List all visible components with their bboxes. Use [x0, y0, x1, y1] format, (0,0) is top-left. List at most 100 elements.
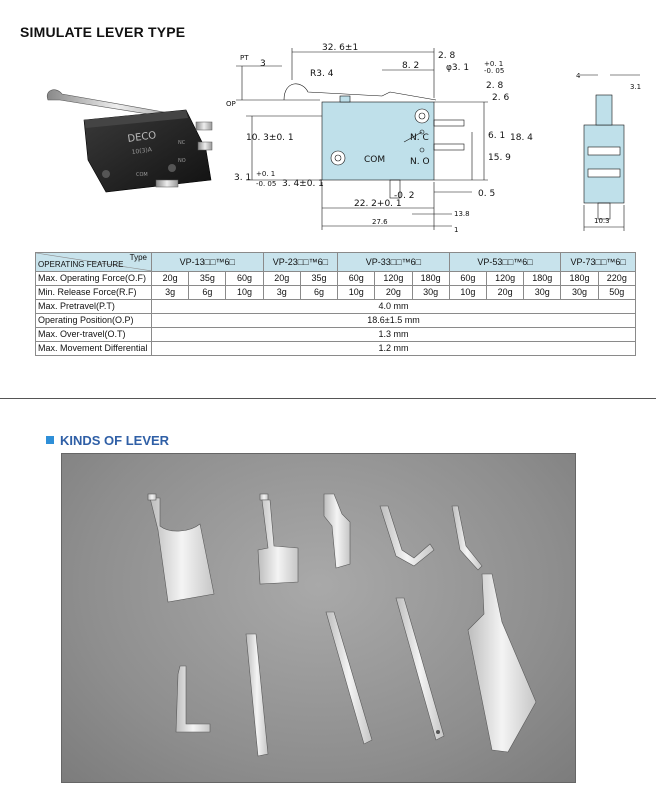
svg-text:N. O: N. O	[410, 157, 430, 167]
row-label: Max. Movement Differential	[35, 341, 152, 356]
svg-text:6. 1: 6. 1	[488, 131, 505, 141]
svg-text:3.1: 3.1	[630, 83, 641, 91]
terminal-icon	[155, 179, 179, 188]
lever-tab-icon	[147, 493, 157, 501]
terminal-icon	[197, 141, 213, 151]
svg-text:10(3)A: 10(3)A	[131, 146, 153, 156]
svg-text:3: 3	[260, 59, 266, 69]
lever-strip-hole-icon	[395, 597, 445, 741]
table-cell: 20g	[485, 285, 525, 300]
table-cell: 180g	[523, 271, 562, 286]
lever-strip-icon	[325, 611, 373, 745]
levers-photo	[61, 453, 576, 783]
table-row: Min. Release Force(R.F) 3g 6g 10g 3g 6g …	[35, 285, 637, 300]
table-row: Max. Movement Differential 1.2 mm	[35, 341, 636, 356]
row-label: Min. Release Force(R.F)	[35, 285, 152, 300]
table-cell: 180g	[560, 271, 599, 286]
svg-text:NC: NC	[178, 140, 186, 146]
lever-channel-icon	[245, 633, 269, 757]
svg-text:NO: NO	[178, 158, 186, 164]
svg-text:OP: OP	[226, 100, 236, 108]
table-cell: 1.2 mm	[151, 341, 636, 356]
svg-text:0. 5: 0. 5	[478, 189, 495, 199]
table-cell: 30g	[523, 285, 562, 300]
table-cell: 10g	[448, 285, 487, 300]
svg-text:+0. 1: +0. 1	[256, 170, 275, 178]
table-cell: 4.0 mm	[151, 299, 636, 314]
table-cell: 3g	[262, 285, 301, 300]
row-label: Operating Position(O.P)	[35, 313, 152, 328]
table-row: Max. Operating Force(O.F) 20g 35g 60g 20…	[35, 271, 637, 286]
svg-text:8. 2: 8. 2	[402, 61, 419, 71]
svg-text:COM: COM	[136, 172, 148, 178]
table-cell: 60g	[448, 271, 487, 286]
table-corner-cell: Type OPERATING FEATURE	[35, 252, 152, 272]
svg-text:2. 6: 2. 6	[492, 93, 509, 103]
table-cell: 20g	[262, 271, 301, 286]
table-cell: 6g	[188, 285, 227, 300]
mount-hole-icon	[168, 164, 176, 172]
table-header-row: Type OPERATING FEATURE VP-13□□™6□ VP-23□…	[35, 252, 636, 272]
lever-square-icon	[257, 499, 299, 585]
svg-text:N. C: N. C	[410, 133, 429, 143]
front-dimension-drawing: 32. 6±1 2. 8 8. 2 3 PT OP R3. 4 φ3. 1 +0…	[226, 43, 533, 234]
row-label: Max. Operating Force(O.F)	[35, 271, 152, 286]
table-cell: 20g	[150, 271, 190, 286]
table-cell: 30g	[411, 285, 450, 300]
svg-text:13.8: 13.8	[454, 210, 470, 218]
svg-text:3. 4±0. 1: 3. 4±0. 1	[282, 179, 324, 189]
table-cell: 18.6±1.5 mm	[151, 313, 636, 328]
lever-l-shape-icon	[175, 665, 211, 733]
levers-illustration	[147, 493, 537, 757]
table-cell: 60g	[225, 271, 264, 286]
table-cell: 50g	[597, 285, 637, 300]
row-label: Max. Pretravel(P.T)	[35, 299, 152, 314]
page-title: SIMULATE LEVER TYPE	[20, 24, 186, 40]
lever-zigzag-icon	[379, 505, 435, 567]
svg-text:32. 6±1: 32. 6±1	[322, 43, 358, 53]
section-title: KINDS OF LEVER	[46, 433, 169, 448]
terminal-icon	[195, 121, 213, 131]
table-cell: 120g	[374, 271, 413, 286]
svg-text:18. 4: 18. 4	[510, 133, 533, 143]
spec-table: Type OPERATING FEATURE VP-13□□™6□ VP-23□…	[35, 252, 637, 356]
table-cell: 30g	[560, 285, 599, 300]
section-divider	[0, 398, 656, 399]
model-header: VP-73□□™6□	[560, 252, 636, 272]
model-header: VP-13□□™6□	[151, 252, 264, 272]
table-cell: 35g	[188, 271, 227, 286]
lever-long-paddle-icon	[467, 573, 537, 753]
svg-text:15. 9: 15. 9	[488, 153, 511, 163]
table-cell: 60g	[337, 271, 376, 286]
table-cell: 120g	[485, 271, 525, 286]
svg-text:R3. 4: R3. 4	[310, 69, 334, 79]
svg-text:-0. 2: -0. 2	[394, 191, 414, 201]
model-header: VP-23□□™6□	[262, 252, 339, 272]
lever-angled-icon	[451, 505, 483, 571]
svg-text:27.6: 27.6	[372, 218, 388, 226]
svg-text:PT: PT	[240, 54, 249, 62]
svg-text:2. 8: 2. 8	[486, 81, 503, 91]
mount-hole-icon	[102, 170, 110, 178]
svg-text:+0. 1: +0. 1	[484, 60, 503, 68]
feature-label: OPERATING FEATURE	[38, 260, 124, 269]
model-header: VP-53□□™6□	[448, 252, 562, 272]
svg-text:10.3: 10.3	[594, 217, 610, 225]
svg-text:3. 1: 3. 1	[234, 173, 251, 183]
svg-text:-0. 05: -0. 05	[256, 180, 276, 188]
table-row: Max. Pretravel(P.T) 4.0 mm	[35, 299, 636, 314]
svg-text:COM: COM	[364, 155, 385, 165]
table-cell: 6g	[299, 285, 339, 300]
svg-text:φ3. 1: φ3. 1	[446, 63, 469, 73]
svg-text:4: 4	[576, 72, 581, 80]
photo-brand: DECO	[127, 130, 157, 145]
bullet-square-icon	[46, 436, 54, 444]
table-cell: 180g	[411, 271, 450, 286]
lever-bent-icon	[323, 493, 351, 569]
svg-text:10. 3±0. 1: 10. 3±0. 1	[246, 133, 294, 143]
table-cell: 10g	[337, 285, 376, 300]
table-cell: 3g	[150, 285, 190, 300]
type-label: Type	[129, 253, 147, 263]
svg-text:22. 2+0. 1: 22. 2+0. 1	[354, 199, 402, 209]
svg-text:1: 1	[454, 226, 458, 234]
